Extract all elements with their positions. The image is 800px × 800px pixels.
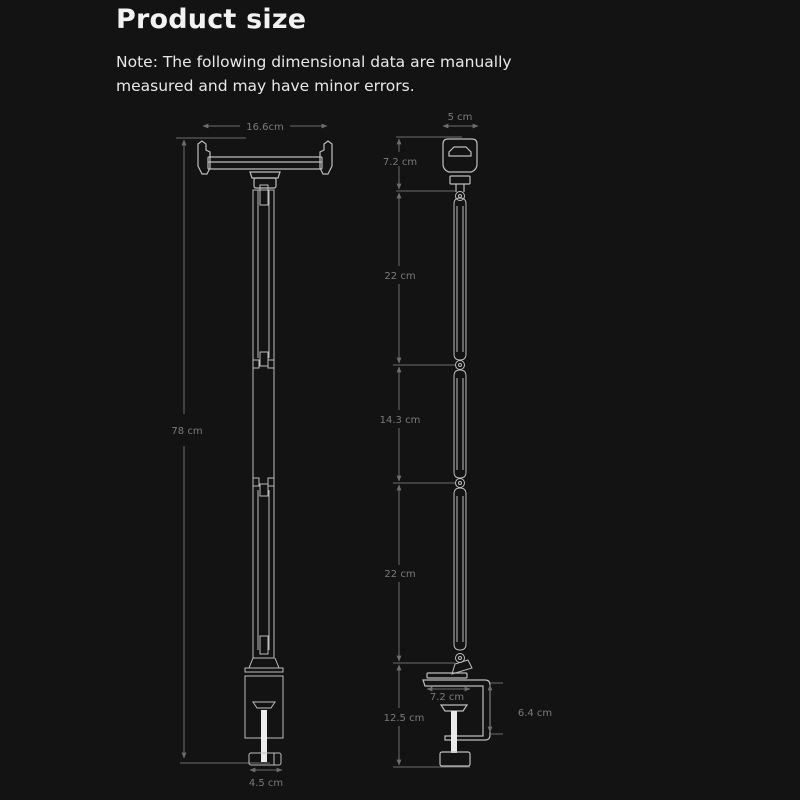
arm-middle-label: 14.3 cm [380,415,421,426]
holder-width-dimension: 16.6cm [202,122,328,133]
clamp-depth-label: 7.2 cm [430,692,464,703]
clamp-depth-dimension: 7.2 cm [426,686,471,703]
head-width-dimension: 5 cm [442,112,479,129]
holder-width-label: 16.6cm [246,122,284,133]
total-height-label: 78 cm [171,426,202,437]
side-height-dimensions [393,136,470,768]
front-view: 16.6cm 78 cm [171,122,333,789]
measurement-note: Note: The following dimensional data are… [116,53,512,95]
side-view: 5 cm 7.2 cm 22 cm 14.3 cm 22 cm 12.5 c [380,112,552,768]
clamp-height-label: 12.5 cm [384,713,425,724]
clamp-width-label: 4.5 cm [249,778,283,789]
front-clamp [244,675,284,766]
clamp-opening-label: 6.4 cm [518,708,552,719]
tablet-holder [197,140,333,189]
side-head [442,138,478,192]
clamp-opening-dimension: 6.4 cm [487,682,552,735]
total-height-dimension: 78 cm [171,137,270,764]
side-arm [451,191,473,675]
head-height-label: 7.2 cm [383,157,417,168]
page-title: Product size [116,4,307,35]
arm-lower-label: 22 cm [384,569,415,580]
clamp-width-dimension: 4.5 cm [249,767,283,789]
arm-upper-label: 22 cm [384,271,415,282]
front-pole [244,184,284,673]
side-clamp [422,672,491,767]
head-width-label: 5 cm [448,112,473,123]
